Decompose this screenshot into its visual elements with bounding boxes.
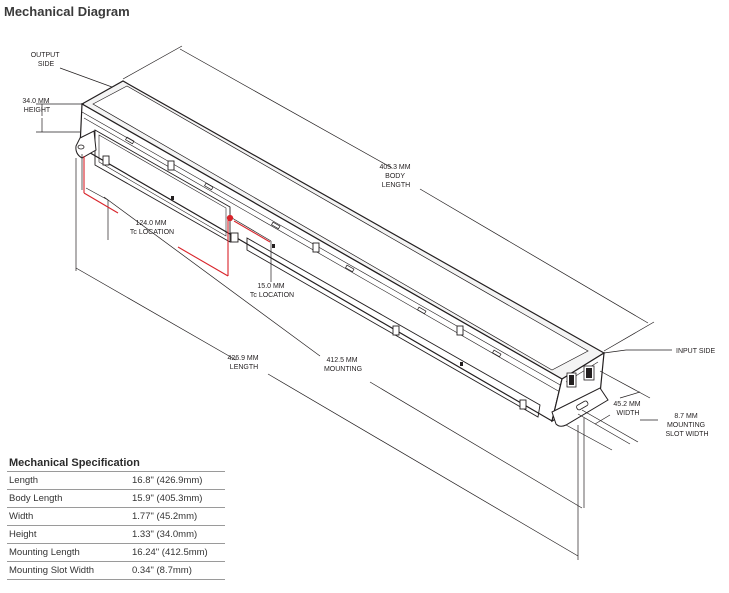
driver-body bbox=[75, 80, 609, 427]
spec-label: Mounting Length bbox=[7, 543, 125, 562]
spec-value: 1.33" (34.0mm) bbox=[125, 525, 225, 544]
spec-value: 16.24" (412.5mm) bbox=[125, 543, 225, 562]
tc-location-2-label: 15.0 MM Tc LOCATION bbox=[250, 283, 294, 299]
spec-value: 15.9" (405.3mm) bbox=[125, 489, 225, 508]
tc-location-markers bbox=[83, 156, 271, 277]
spec-title: Mechanical Specification bbox=[9, 457, 140, 469]
page-title: Mechanical Diagram bbox=[4, 4, 130, 19]
spec-label: Length bbox=[7, 471, 125, 490]
dimension-labels: OUTPUT SIDE 34.0 MM HEIGHT 405.3 MM BODY… bbox=[22, 52, 715, 438]
spec-value: 1.77" (45.2mm) bbox=[125, 507, 225, 526]
spec-label: Mounting Slot Width bbox=[7, 561, 125, 580]
mounting-label: 412.5 MM MOUNTING bbox=[324, 357, 362, 373]
spec-label: Body Length bbox=[7, 489, 125, 508]
input-side-label: INPUT SIDE bbox=[676, 348, 715, 355]
dimension-lines bbox=[36, 45, 672, 560]
width-label: 45.2 MM WIDTH bbox=[613, 401, 642, 417]
output-side-label: OUTPUT SIDE bbox=[31, 52, 62, 68]
spec-value: 16.8" (426.9mm) bbox=[125, 471, 225, 490]
slot-width-label: 8.7 MM MOUNTING SLOT WIDTH bbox=[665, 413, 708, 438]
spec-label: Height bbox=[7, 525, 125, 544]
body-length-label: 405.3 MM BODY LENGTH bbox=[379, 164, 412, 189]
spec-value: 0.34" (8.7mm) bbox=[125, 561, 225, 580]
spec-label: Width bbox=[7, 507, 125, 526]
height-label: 34.0 MM HEIGHT bbox=[22, 98, 51, 114]
length-label: 426.9 MM LENGTH bbox=[227, 355, 260, 371]
tc-location-1-label: 124.0 MM Tc LOCATION bbox=[130, 220, 174, 236]
